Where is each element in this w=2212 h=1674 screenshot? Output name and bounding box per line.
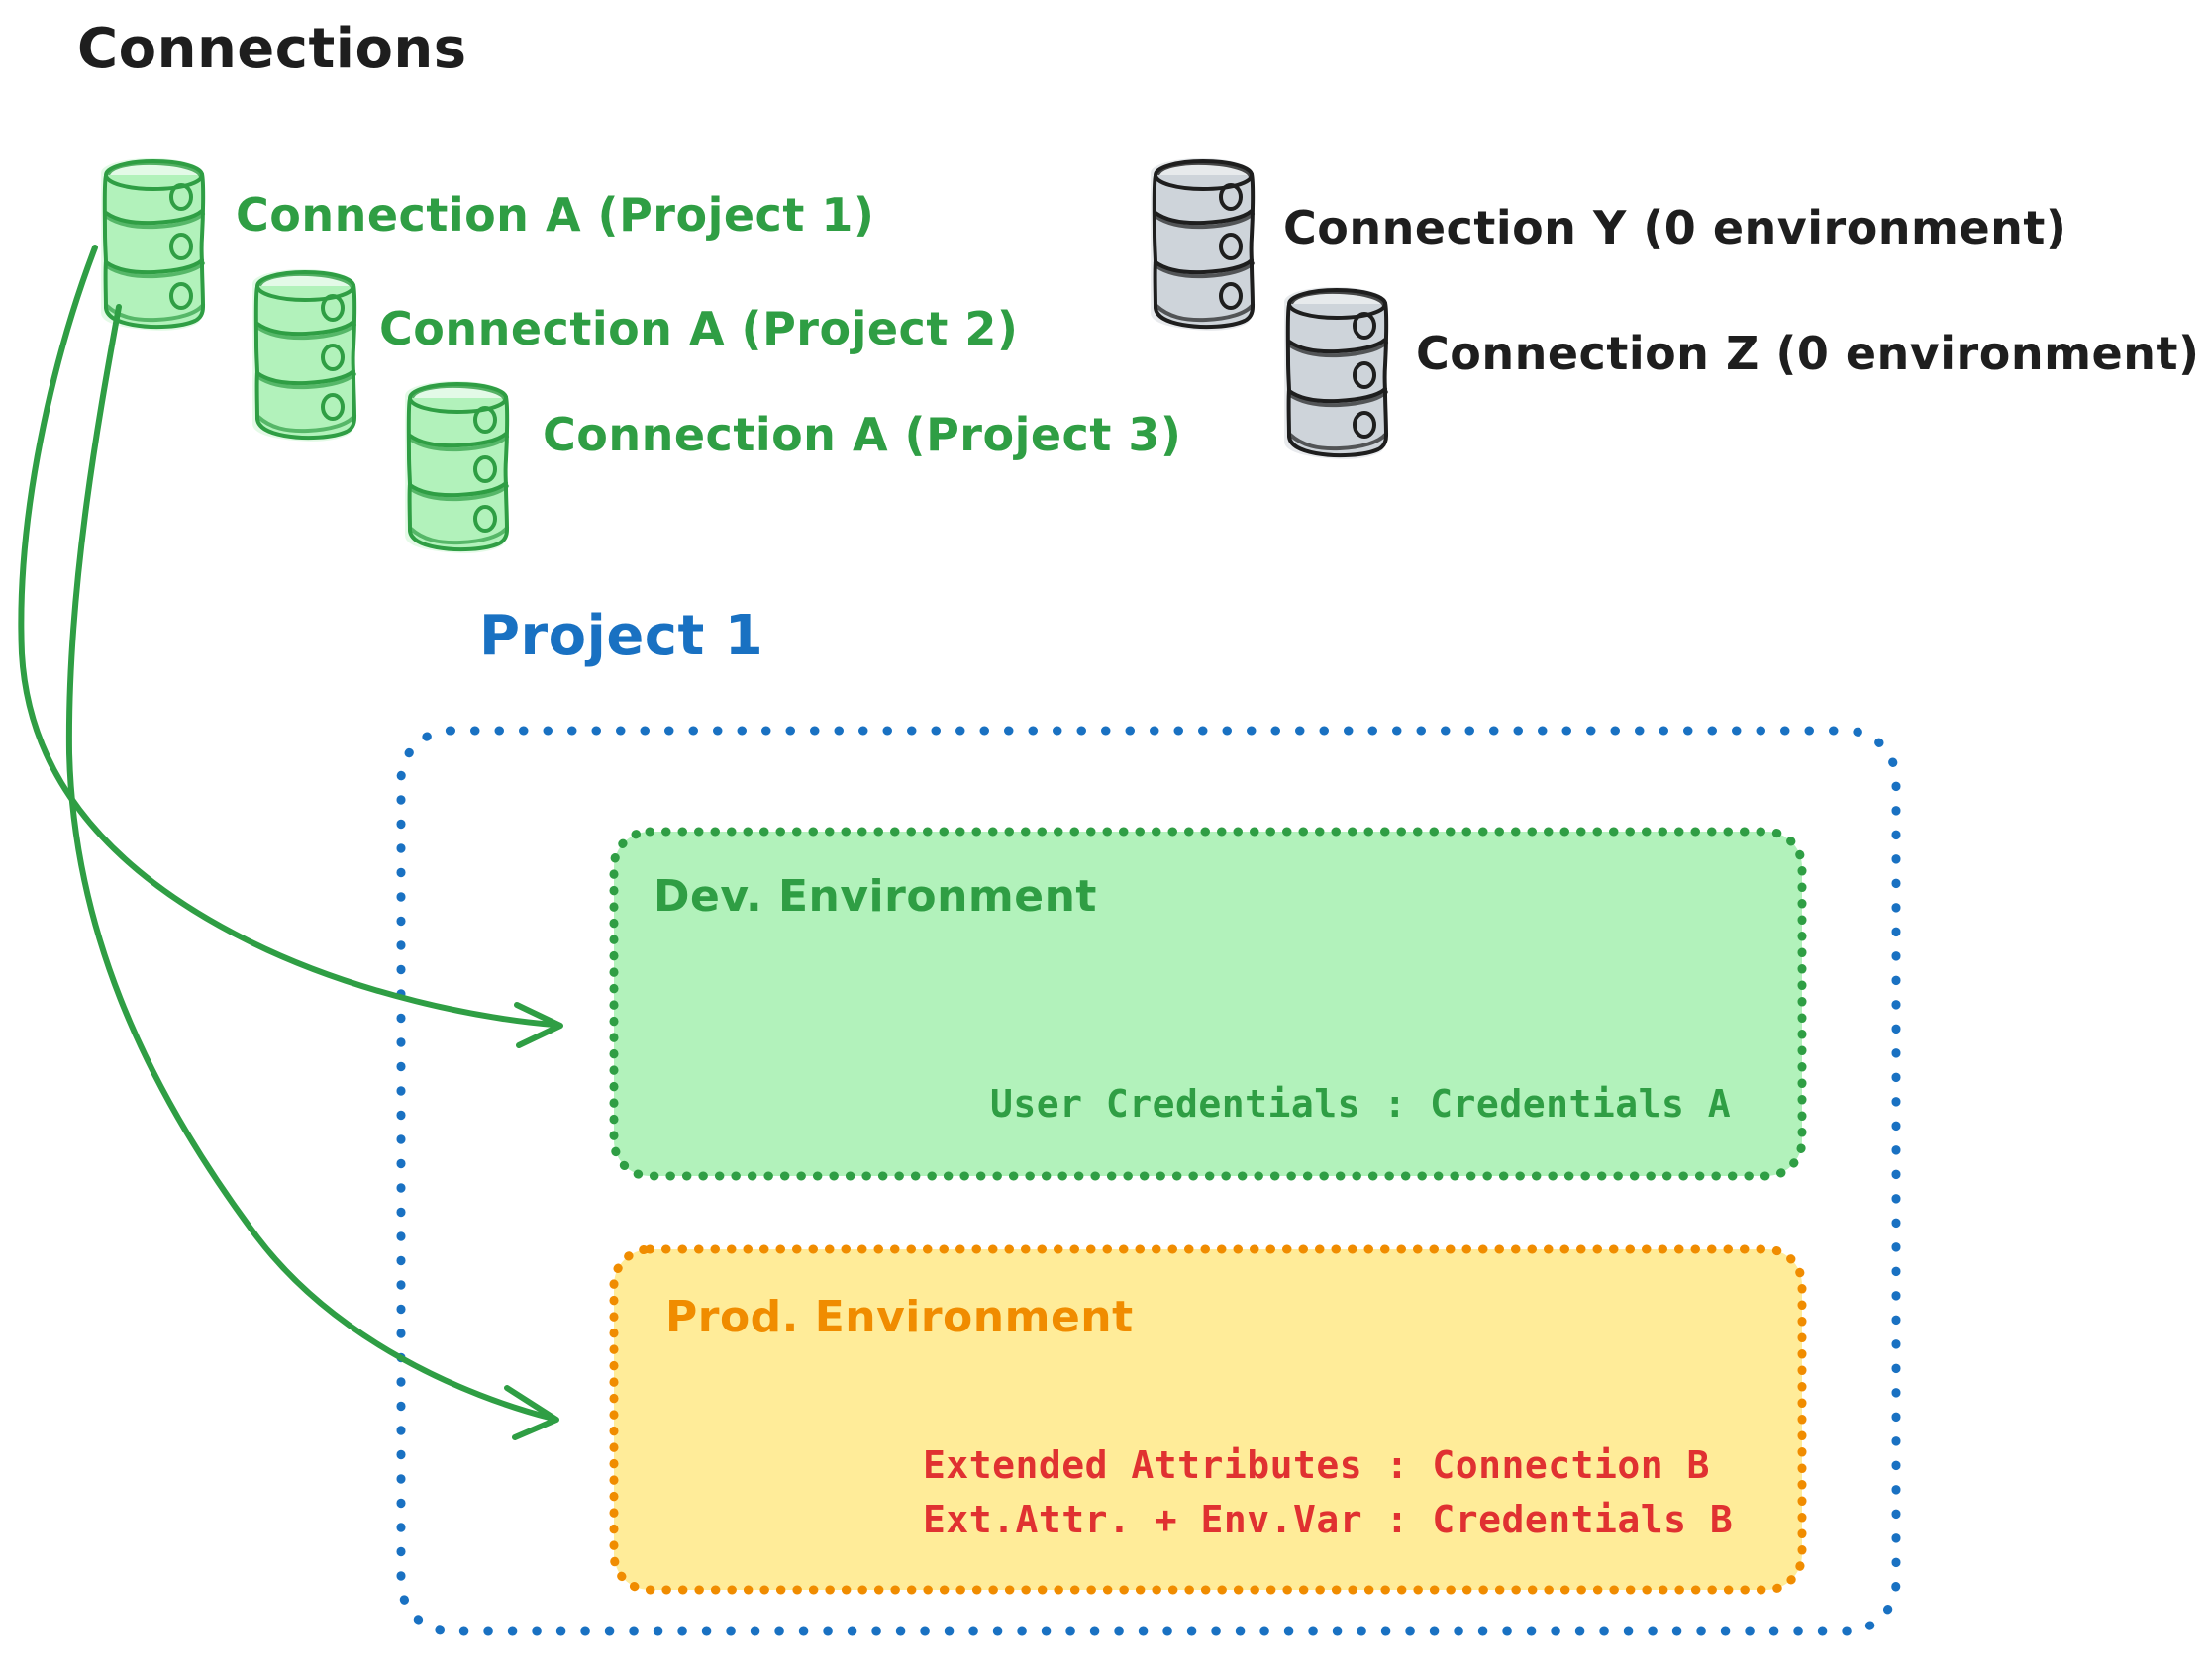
database-cylinder-icon-connection-a-project-2	[252, 269, 357, 442]
prod-environment-box	[609, 1244, 1807, 1595]
prod-environment-detail-line-2: Ext.Attr. + Env.Var : Credentials B	[923, 1498, 1734, 1541]
database-cylinder-icon-connection-a-project-1	[101, 158, 206, 331]
prod-environment-title: Prod. Environment	[665, 1292, 1134, 1342]
connection-label-a-project-2: Connection A (Project 2)	[379, 302, 1019, 355]
connection-label-a-project-3: Connection A (Project 3)	[543, 408, 1182, 461]
dev-environment-title: Dev. Environment	[654, 871, 1097, 922]
database-cylinder-icon-connection-z	[1284, 287, 1389, 459]
database-cylinder-icon-connection-a-project-3	[405, 381, 510, 553]
project-title: Project 1	[479, 604, 764, 668]
prod-environment-detail-line-1: Extended Attributes : Connection B	[923, 1443, 1710, 1487]
arrow-connection-a-to-dev-environment	[18, 245, 563, 1048]
dev-environment-box	[609, 827, 1807, 1181]
page-title: Connections	[77, 17, 467, 81]
connection-label-z: Connection Z (0 environment)	[1416, 327, 2200, 380]
dev-environment-detail-line: User Credentials : Credentials A	[990, 1082, 1732, 1126]
database-cylinder-icon-connection-y	[1151, 158, 1256, 331]
arrow-connection-a-to-prod-environment	[65, 304, 559, 1440]
connection-label-a-project-1: Connection A (Project 1)	[236, 188, 875, 242]
connection-label-y: Connection Y (0 environment)	[1283, 201, 2067, 254]
